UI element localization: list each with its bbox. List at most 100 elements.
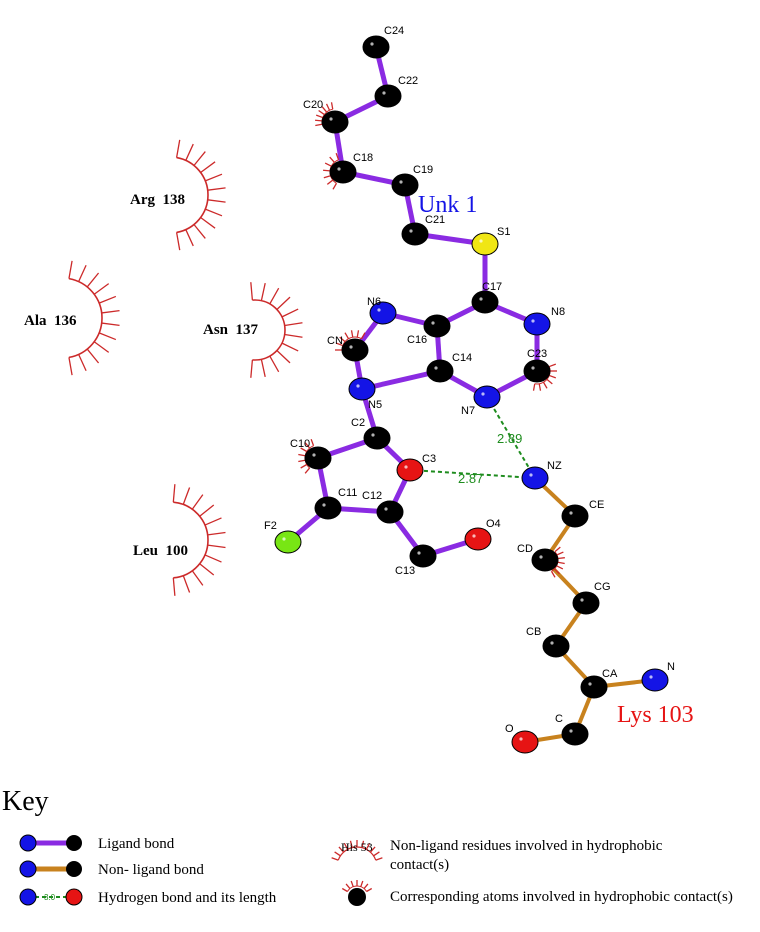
atom-label-C12: C12: [362, 490, 382, 502]
atom-S1: [471, 232, 499, 256]
legend-ligand-bond-label: Ligand bond: [98, 836, 175, 852]
atom-label-C2: C2: [351, 417, 365, 429]
atom-C18: [329, 160, 357, 184]
atom-C11: [314, 496, 342, 520]
residue-arc-asn137: [250, 282, 303, 378]
atom-CG: [572, 591, 600, 615]
atom-label-C20: C20: [303, 99, 323, 111]
atom-C: [561, 722, 589, 746]
legend-nonligand-bond-label: Non- ligand bond: [98, 862, 204, 878]
hbond-length-label: 2.87: [458, 471, 483, 486]
atom-C2: [363, 426, 391, 450]
atom-label-N8: N8: [551, 306, 565, 318]
atom-C13: [409, 544, 437, 568]
atom-label-CG: CG: [594, 581, 611, 593]
residue-arc-arg138: [175, 139, 226, 251]
legend-atom-arc: [341, 880, 373, 893]
atom-CD: [531, 548, 559, 572]
atom-label-CA: CA: [602, 668, 618, 680]
atom-label-CB: CB: [526, 626, 541, 638]
atom-label-C19: C19: [413, 164, 433, 176]
atom-label-O4: O4: [486, 518, 501, 530]
atom-label-N6: N6: [367, 296, 381, 308]
atom-label-C13: C13: [395, 565, 415, 577]
legend-atom-contact-icon: [341, 880, 373, 906]
residue-arc-leu100: [172, 484, 226, 596]
atom-label-C22: C22: [398, 75, 418, 87]
atom-CA: [580, 675, 608, 699]
atom-label-C11: C11: [338, 487, 357, 499]
legend-hbond-sample: 3.0: [19, 888, 83, 906]
atom-C14: [426, 359, 454, 383]
hydrophobic-contacts-layer: [68, 102, 565, 596]
atom-C3: [396, 458, 424, 482]
atom-N8: [523, 312, 551, 336]
atom-N6: [369, 301, 397, 325]
legend-residue-line2: contact(s): [390, 857, 449, 873]
atom-label-C14: C14: [452, 352, 472, 364]
atom-label-CN: CN: [327, 335, 343, 347]
atom-label-CE: CE: [589, 499, 604, 511]
ligand-name: Unk 1: [418, 192, 477, 218]
atom-C19: [391, 173, 419, 197]
legend-ligand-bond-sample: [19, 834, 82, 852]
legend-nonligand-bond-sample: [19, 860, 82, 878]
atom-label-N5: N5: [368, 399, 382, 411]
atom-CB: [542, 634, 570, 658]
atom-C22: [374, 84, 402, 108]
atom-label-O: O: [505, 723, 514, 735]
atom-label-S1: S1: [497, 226, 510, 238]
atom-label-N7: N7: [461, 405, 475, 417]
atom-C16: [423, 314, 451, 338]
atom-label-C17: C17: [482, 281, 502, 293]
legend-residue-line1: Non-ligand residues involved in hydropho…: [390, 838, 663, 854]
legend: Key Ligand bond Non- ligand bond 3.0 Hyd…: [2, 786, 733, 906]
atom-label-C3: C3: [422, 453, 436, 465]
atom-N5: [348, 377, 376, 401]
atom-C21: [401, 222, 429, 246]
residue-label-arg138: Arg 138: [130, 192, 185, 208]
residue-label-leu100: Leu 100: [133, 543, 188, 559]
legend-hbond-length: 3.0: [44, 893, 56, 902]
legend-title: Key: [2, 786, 49, 817]
residue-arc-ala136: [68, 260, 120, 376]
atom-label-C21: C21: [425, 214, 445, 226]
atom-O4: [464, 527, 492, 551]
atom-label-C23: C23: [527, 348, 547, 360]
atom-O: [511, 730, 539, 754]
atom-label-C10: C10: [290, 438, 310, 450]
atom-contact-arc-CN: [335, 330, 366, 351]
atom-N7: [473, 385, 501, 409]
bound-residue-name: Lys 103: [617, 702, 694, 728]
atom-N: [641, 668, 669, 692]
atom-C24: [362, 35, 390, 59]
atom-C10: [304, 446, 332, 470]
atom-C20: [321, 110, 349, 134]
atom-label-NZ: NZ: [547, 460, 562, 472]
atom-label-C: C: [555, 713, 563, 725]
atom-C12: [376, 500, 404, 524]
atom-label-CD: CD: [517, 543, 533, 555]
atom-C23: [523, 359, 551, 383]
atom-contact-arc-C20: [315, 102, 334, 127]
legend-atom-dot: [348, 888, 366, 906]
atom-label-F2: F2: [264, 520, 277, 532]
residue-label-ala136: Ala 136: [24, 313, 77, 329]
hbond-length-label: 2.89: [497, 431, 522, 446]
atom-CN: [341, 338, 369, 362]
hydrogen-bonds-layer: 2.89 2.87: [409, 396, 536, 486]
atom-label-C16: C16: [407, 334, 427, 346]
atom-labels-layer: C24C22C20C18C19C21S1C17N8C23N7C14C16N6CN…: [264, 25, 675, 735]
bonds-layer: [286, 46, 656, 744]
atom-label-N: N: [667, 661, 675, 673]
atom-CE: [561, 504, 589, 528]
atom-label-C24: C24: [384, 25, 404, 37]
atom-F2: [274, 530, 302, 554]
legend-residue-arc: [331, 840, 383, 861]
atom-NZ: [521, 466, 549, 490]
hbond-N7-NZ: [486, 396, 536, 479]
atom-C17: [471, 290, 499, 314]
legend-hbond-label: Hydrogen bond and its length: [98, 890, 277, 906]
legend-residue-sample: His 53: [341, 840, 373, 854]
